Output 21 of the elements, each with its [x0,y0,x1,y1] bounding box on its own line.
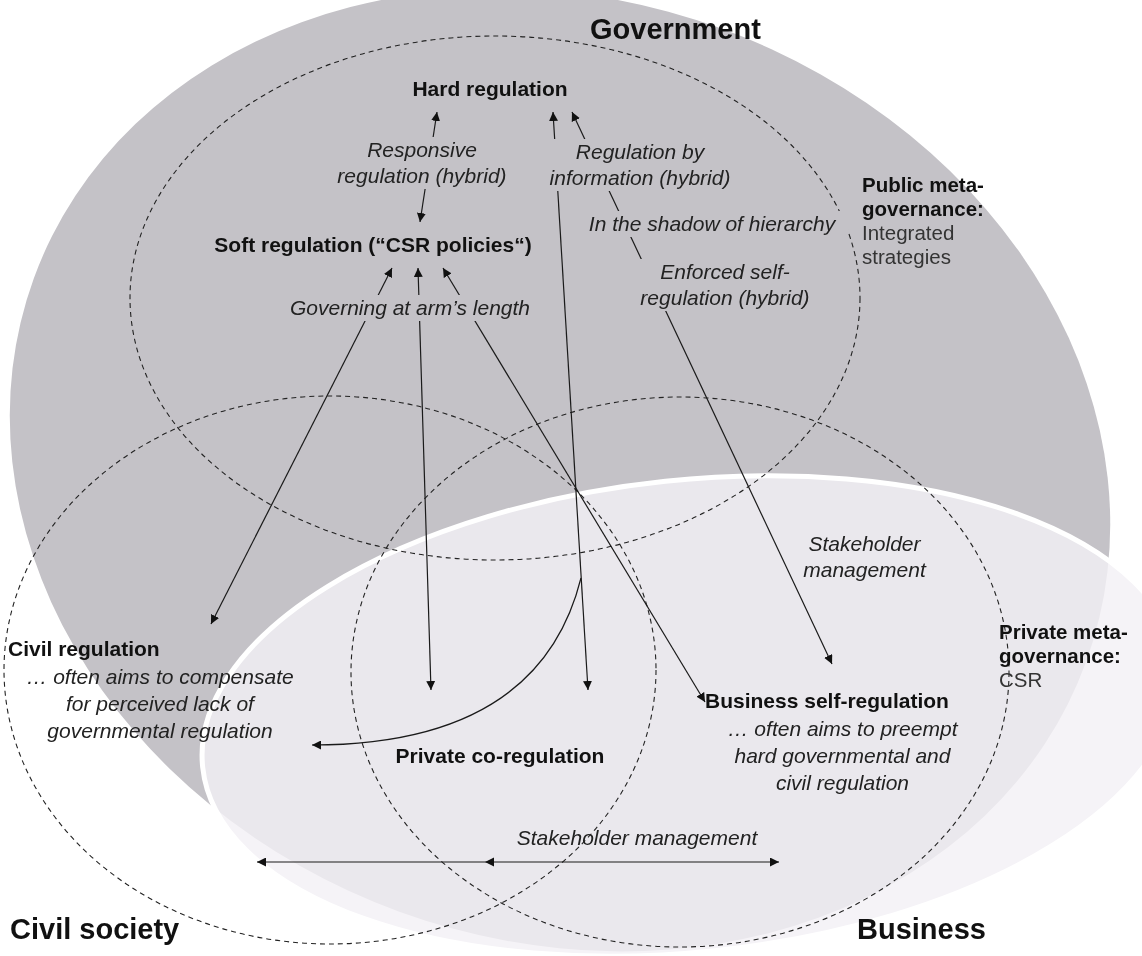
node-heading: Soft regulation (“CSR policies“) [214,232,532,258]
node-note: … often aims to preempt hard governmental and civil regulation [726,716,960,796]
region-title: Business [857,912,987,946]
node-heading: Civil regulation [8,636,160,662]
region-heading: Private meta-governance: [999,620,1129,668]
annotation-text: Stakeholder management [802,531,928,583]
node-heading: Hard regulation [412,76,568,102]
region-title: Government [590,12,762,46]
arrow [210,267,393,625]
arrow [549,111,592,691]
arrow [442,267,706,703]
node-heading: Private co-regulation [395,743,605,769]
arrow [311,577,582,750]
node-note: … often aims to compensate for perceived lack of governmental regulation [25,664,295,744]
region-heading: Public meta-governance: [862,173,985,221]
region-note: Integrated strategies [862,221,956,269]
region-note: CSR [999,668,1044,692]
region-title: Civil society [10,912,181,946]
node-heading: Business self-regulation [705,688,949,714]
arrow [413,267,436,691]
annotation-text: Stakeholder management [515,825,759,851]
